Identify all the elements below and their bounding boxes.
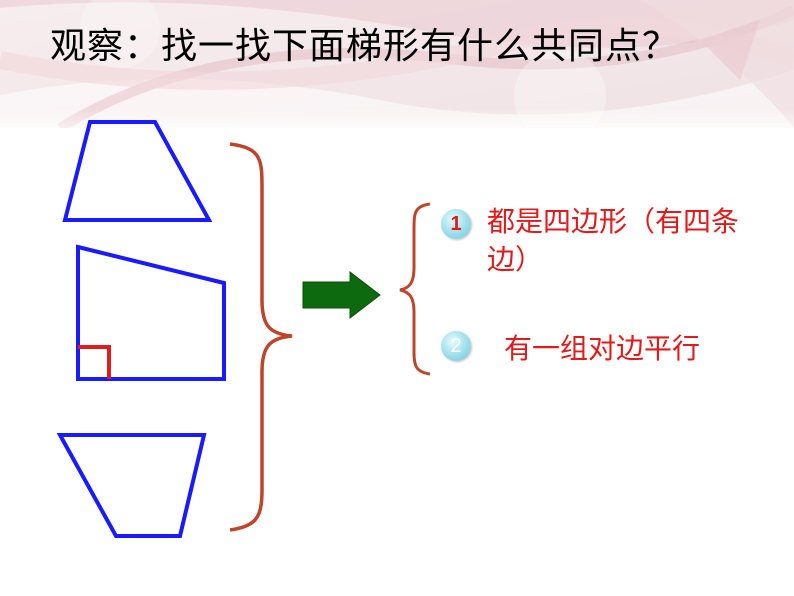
- badge-number: 2: [450, 335, 462, 357]
- slide-title: 观察：找一找下面梯形有什么共同点？: [50, 26, 680, 67]
- trapezoid-2-right: [76, 244, 226, 381]
- number-badge-icon: 1: [441, 209, 471, 239]
- small-brace: [399, 202, 431, 376]
- right-angle-mark: [78, 345, 111, 379]
- point-text-1: 都是四边形（有四条边）: [487, 205, 740, 276]
- point-text-2: 有一组对边平行: [504, 332, 701, 365]
- large-brace: [229, 142, 293, 532]
- trapezoid-3-inverted: [56, 433, 207, 538]
- badge-number: 1: [450, 213, 462, 235]
- right-arrow-icon: [302, 270, 381, 320]
- title-banner-background: [0, 0, 794, 128]
- trapezoid-1: [62, 120, 213, 222]
- number-badge-icon: 2: [441, 331, 471, 361]
